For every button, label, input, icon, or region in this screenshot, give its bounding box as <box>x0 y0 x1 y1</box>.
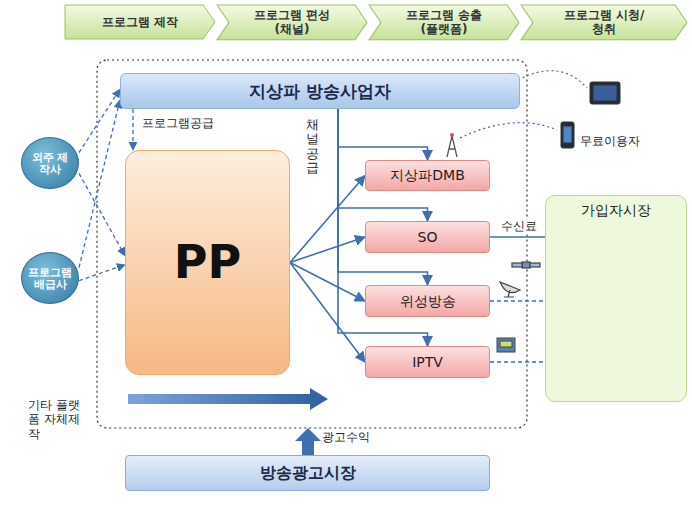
platform-box: SO <box>365 221 490 253</box>
connector <box>79 265 125 281</box>
phone-icon-part <box>563 126 572 143</box>
node-text: 프로그램 시청/청취 <box>560 8 648 37</box>
connector <box>338 109 428 285</box>
market-box: 방송광고시장 <box>125 455 490 491</box>
market-box: 가입자시장 <box>545 195 687 402</box>
stage-chevron: 프로그램 송출 (플랫폼) <box>369 5 519 40</box>
connector <box>79 173 125 255</box>
signal-line <box>518 71 587 88</box>
node-text: 위성방송 <box>400 293 456 310</box>
connector <box>490 236 545 238</box>
tablet-icon-part <box>590 82 620 104</box>
node-text: 프로그램 송출 (플랫폼) <box>400 8 488 37</box>
connector <box>490 300 545 301</box>
platform-box: 지상파DMB <box>365 160 490 191</box>
connector <box>338 109 428 160</box>
stage-chevron: 프로그램 시청/청취 <box>521 5 687 40</box>
connector <box>290 237 365 263</box>
connector <box>79 100 120 268</box>
stage-chevron: 프로그램 편성 (채널) <box>217 5 367 40</box>
node-text: 프로그램 배급사 <box>27 266 73 290</box>
supplier-circle: 프로그램 배급사 <box>21 252 79 304</box>
node-text: 지상파 방송사업자 <box>249 81 391 101</box>
tower-icon-part <box>450 133 454 137</box>
node-text: 방송광고시장 <box>260 463 356 482</box>
phone-icon-part <box>561 122 574 148</box>
tablet-icon <box>590 82 620 104</box>
revenue-arrow <box>295 428 321 455</box>
broadcaster-box: 지상파 방송사업자 <box>120 73 520 109</box>
node-text: IPTV <box>412 354 443 371</box>
phone-icon <box>561 122 574 148</box>
chevron-outline <box>369 5 519 40</box>
satellite-icon <box>512 262 540 268</box>
node-text: 프로그램 제작 <box>102 15 178 29</box>
edge-label: 프로그램공급 <box>140 116 216 130</box>
satellite-icon-part <box>512 263 522 267</box>
node-text: 프로그램 편성 (채널) <box>248 8 336 37</box>
settop-icon-part <box>497 338 515 352</box>
node-text: 지상파DMB <box>390 167 464 184</box>
signal-line <box>460 123 557 138</box>
connector <box>490 361 545 362</box>
satellite-icon-part <box>522 262 530 268</box>
boundary-region <box>97 60 527 428</box>
chevron-outline <box>521 5 687 40</box>
note-label: 광고수익 <box>322 430 370 444</box>
tablet-icon-part <box>593 85 617 101</box>
settop-icon-part <box>500 341 512 347</box>
connector <box>290 263 365 363</box>
satellite-icon-part <box>530 263 540 267</box>
node-text: SO <box>418 229 438 246</box>
platform-box: 위성방송 <box>365 285 490 317</box>
edge-label: 수신료 <box>499 219 539 233</box>
flow-arrow <box>128 388 328 410</box>
connector <box>290 176 365 263</box>
node-text: 가입자시장 <box>581 202 651 219</box>
connector <box>290 263 365 302</box>
supplier-circle: 외주 제작사 <box>21 137 79 189</box>
node-text: 외주 제작사 <box>27 151 73 175</box>
stage-chevron: 프로그램 제작 <box>65 5 215 39</box>
platform-box: IPTV <box>365 346 490 378</box>
pp-box: PP <box>125 150 290 375</box>
chevron-outline <box>65 5 215 39</box>
note-label: 기타 플랫폼 자체제작 <box>28 398 80 441</box>
vertical-label: 채널 공급 <box>306 118 319 175</box>
tower-icon <box>447 133 457 157</box>
connector <box>132 109 133 150</box>
node-text: PP <box>174 235 241 290</box>
tower-icon-part <box>447 136 457 157</box>
connector <box>79 89 120 152</box>
dish-icon <box>500 282 520 297</box>
dish-icon-part <box>504 290 514 297</box>
note-label: 무료이용자 <box>580 134 640 148</box>
settop-icon <box>497 338 515 352</box>
chevron-outline <box>217 5 367 40</box>
